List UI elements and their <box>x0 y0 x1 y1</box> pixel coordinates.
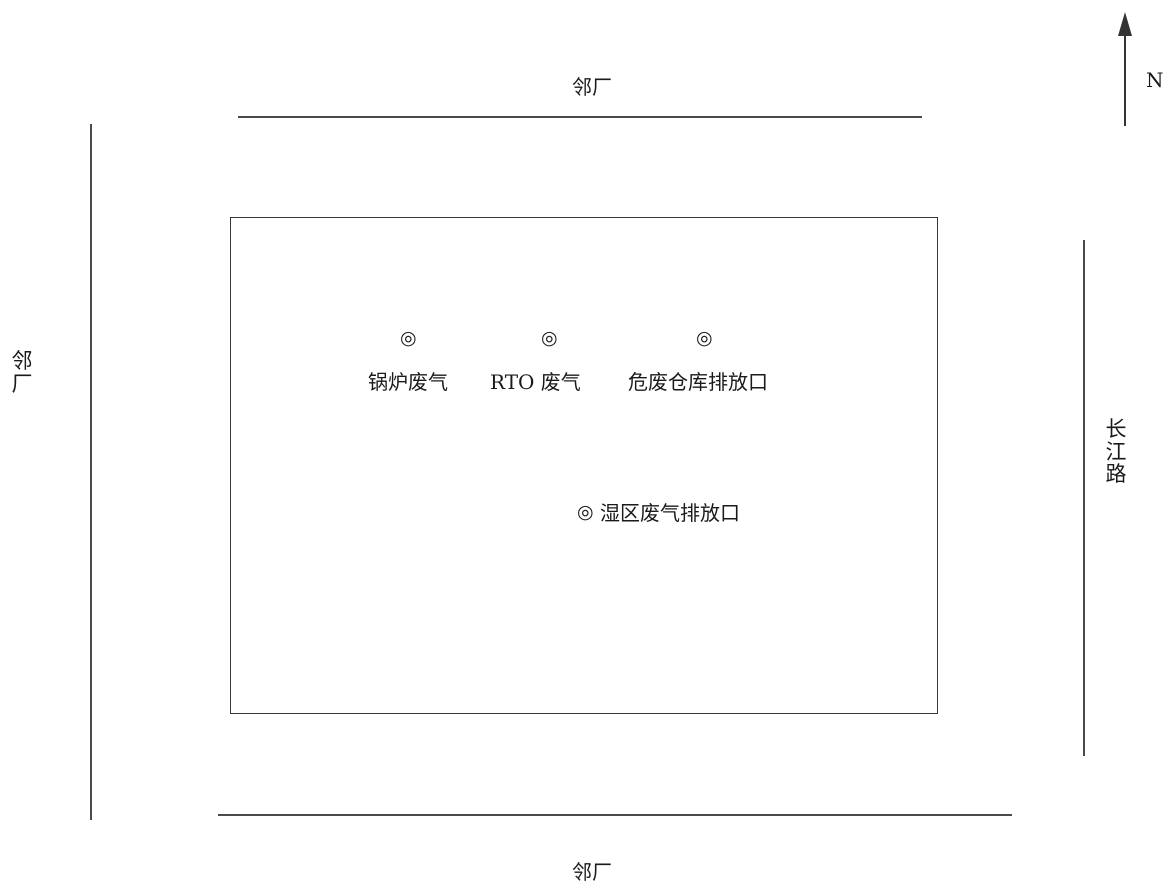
neighbor-west-label: 邻 厂 <box>11 349 33 396</box>
outlet-wetzone-label: 湿区废气排放口 <box>600 501 740 525</box>
outlet-boiler-marker-icon: ◎ <box>400 327 417 349</box>
north-arrow-head <box>1118 12 1132 36</box>
outlet-hazwaste-label: 危废仓库排放口 <box>628 370 768 394</box>
north-label: N <box>1146 68 1164 92</box>
boundary-south-line <box>218 814 1012 816</box>
road-east-line <box>1083 240 1085 756</box>
outlet-rto-marker-icon: ◎ <box>541 327 558 349</box>
outlet-wetzone-marker-icon: ◎ <box>577 501 594 523</box>
site-boundary <box>230 217 938 714</box>
road-east-label: 长 江 路 <box>1105 417 1127 487</box>
boundary-north-line <box>238 116 922 118</box>
boundary-west-line <box>90 124 92 820</box>
neighbor-north-label: 邻厂 <box>572 75 612 99</box>
neighbor-south-label: 邻厂 <box>572 860 612 884</box>
outlet-hazwaste-marker-icon: ◎ <box>696 327 713 349</box>
outlet-boiler-label: 锅炉废气 <box>368 370 448 394</box>
north-arrow-shaft <box>1124 30 1126 126</box>
outlet-rto-label: RTO 废气 <box>490 370 581 394</box>
